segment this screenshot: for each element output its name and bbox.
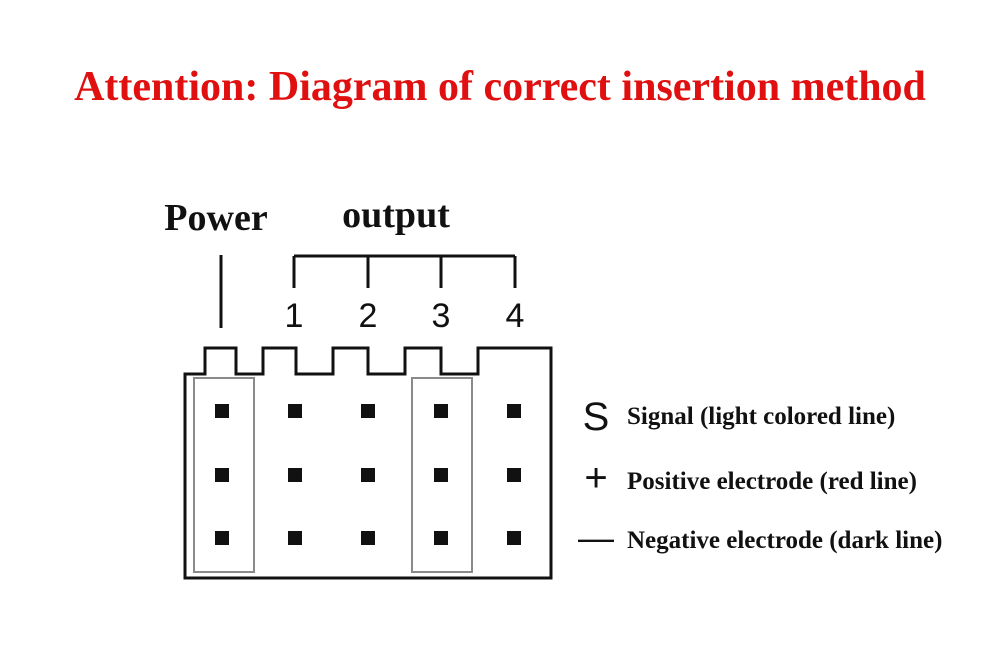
pin <box>507 468 521 482</box>
pin <box>434 468 448 482</box>
output-label: output <box>342 194 450 236</box>
pin <box>215 404 229 418</box>
power-label: Power <box>164 197 268 239</box>
channel-number-2: 2 <box>359 297 378 335</box>
pin <box>507 531 521 545</box>
legend-symbol-negative: — <box>578 517 614 558</box>
pin <box>361 404 375 418</box>
pin <box>215 468 229 482</box>
pin <box>288 404 302 418</box>
channel-number-4: 4 <box>506 297 525 335</box>
pin <box>361 531 375 545</box>
pin-grid <box>215 404 521 545</box>
pin <box>288 468 302 482</box>
legend-text-negative: Negative electrode (dark line) <box>627 527 942 554</box>
pin <box>288 531 302 545</box>
pin <box>434 404 448 418</box>
connector-housing <box>183 346 553 580</box>
output-bracket <box>292 254 517 288</box>
legend-text-signal: Signal (light colored line) <box>627 403 895 430</box>
pin <box>215 531 229 545</box>
power-column-outline <box>193 377 255 573</box>
legend-symbol-signal: S <box>583 395 610 439</box>
channel-number-1: 1 <box>285 297 304 335</box>
output-3-column-outline <box>411 377 473 573</box>
legend-symbol-positive: + <box>584 456 607 500</box>
channel-number-3: 3 <box>432 297 451 335</box>
pin <box>507 404 521 418</box>
pin <box>361 468 375 482</box>
pin <box>434 531 448 545</box>
legend-text-positive: Positive electrode (red line) <box>627 468 917 495</box>
page-title: Attention: Diagram of correct insertion … <box>74 64 926 110</box>
